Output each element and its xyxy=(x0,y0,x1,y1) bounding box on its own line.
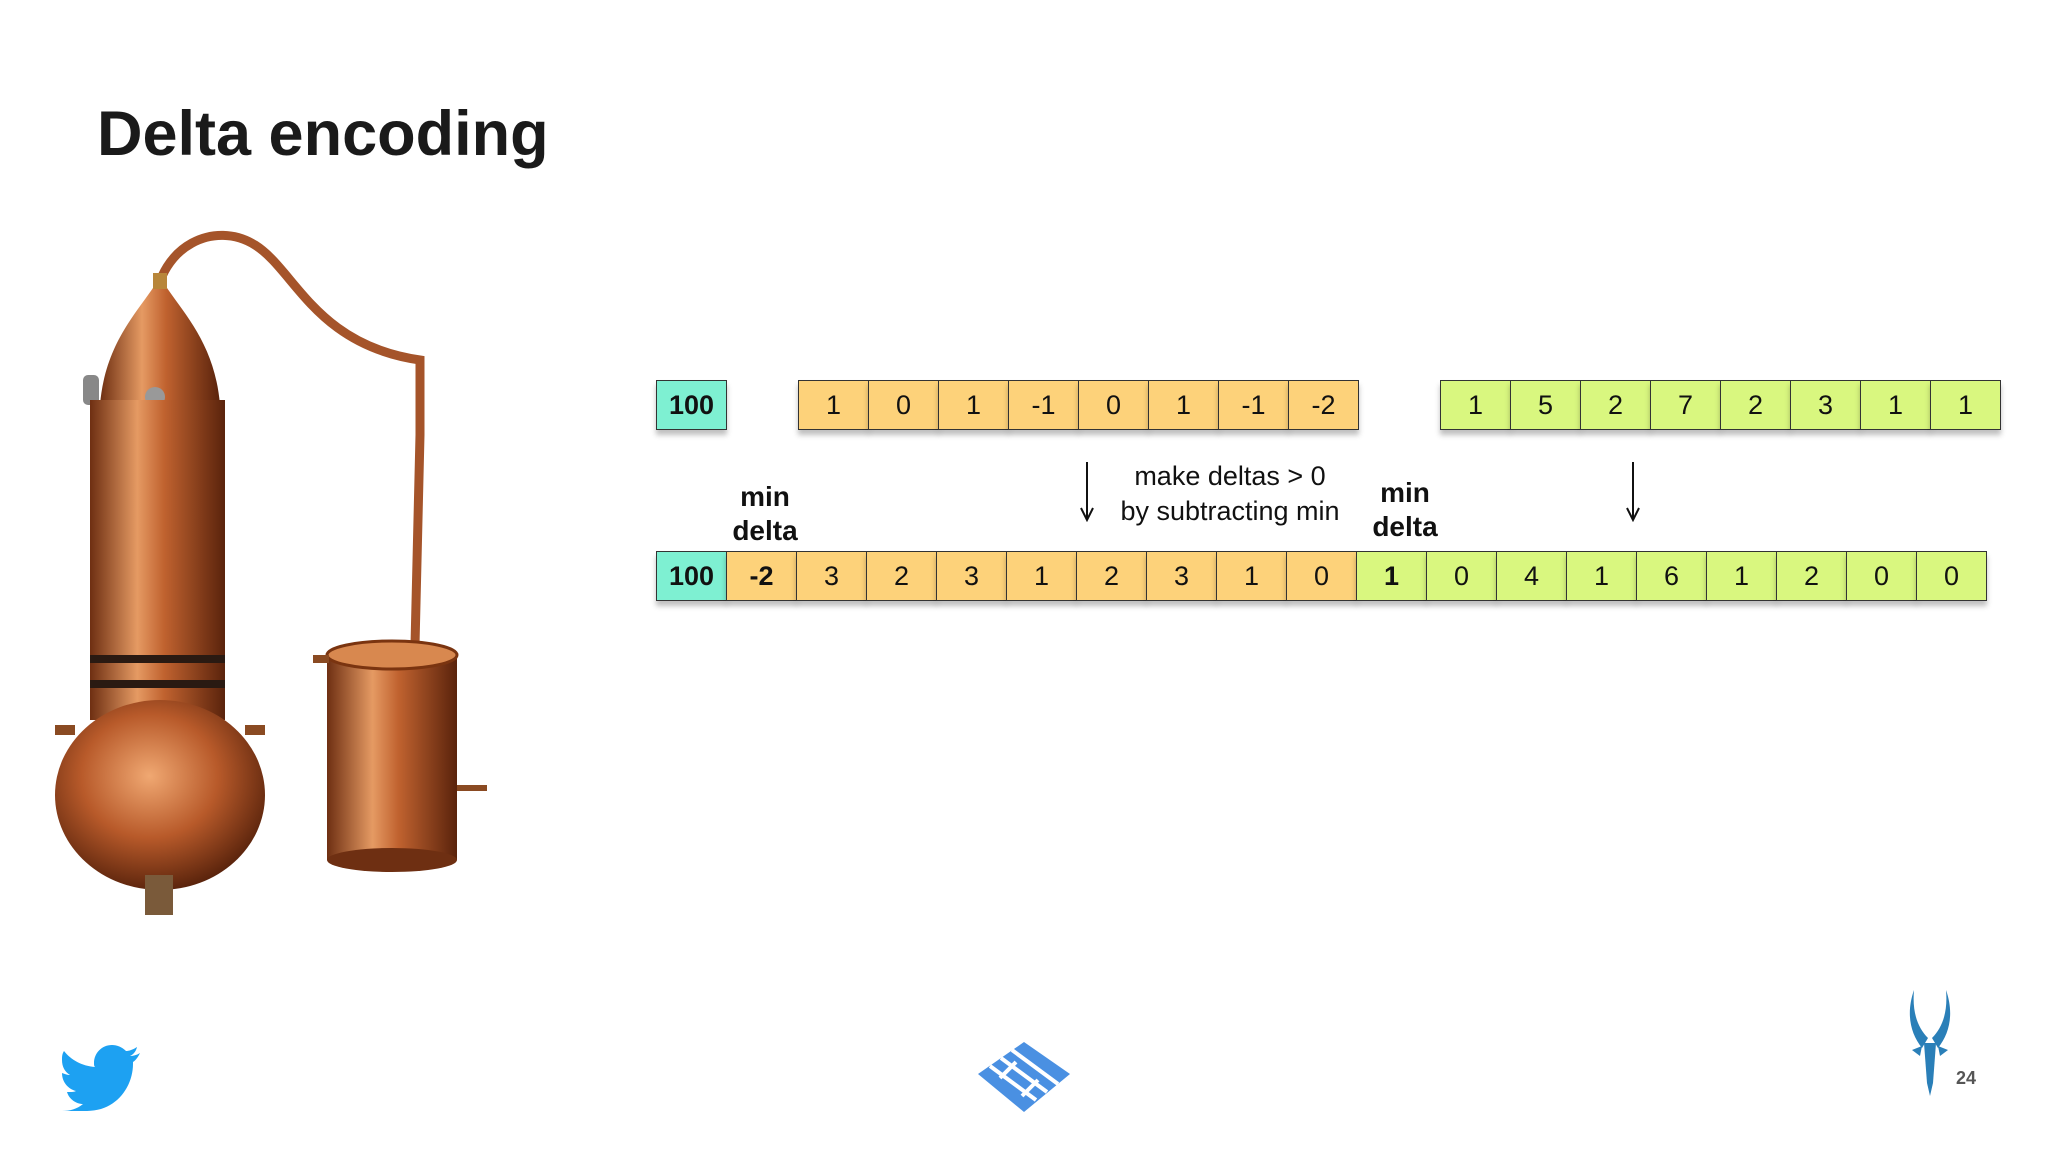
top-block1-cell: 1 xyxy=(938,380,1009,430)
bottom-block1-min: -2 xyxy=(726,551,797,601)
bottom-block1-cell: 3 xyxy=(1146,551,1217,601)
down-arrow-icon xyxy=(1080,462,1094,522)
top-block1-cell: 1 xyxy=(1148,380,1219,430)
min-delta-label-line: min xyxy=(1380,477,1430,508)
top-block2-cell: 2 xyxy=(1720,380,1791,430)
bottom-block1-cell: 0 xyxy=(1286,551,1357,601)
top-block2-cell: 2 xyxy=(1580,380,1651,430)
min-delta-label-1: min delta xyxy=(720,480,810,548)
top-block2-cell: 7 xyxy=(1650,380,1721,430)
copper-still-illustration xyxy=(55,230,487,915)
down-arrow-icon xyxy=(1626,462,1640,522)
bottom-block1-cell: 2 xyxy=(1076,551,1147,601)
bottom-block1-cell: 1 xyxy=(1216,551,1287,601)
page-number: 24 xyxy=(1956,1068,1977,1088)
bottom-block2-min: 1 xyxy=(1356,551,1427,601)
slide-title: Delta encoding xyxy=(97,99,549,169)
bottom-base-value: 100 xyxy=(656,551,727,601)
top-block1-cell: -2 xyxy=(1288,380,1359,430)
bottom-block2-cell: 4 xyxy=(1496,551,1567,601)
top-block1-cell: 1 xyxy=(798,380,869,430)
top-block1-cell: -1 xyxy=(1008,380,1079,430)
make-deltas-note: make deltas > 0 by subtracting min xyxy=(1100,459,1360,529)
top-block1-cell: 0 xyxy=(1078,380,1149,430)
twitter-bird-icon xyxy=(62,1045,140,1111)
bottom-block1-cell: 2 xyxy=(866,551,937,601)
bottom-block2-cell: 0 xyxy=(1916,551,1987,601)
bottom-block1-cell: 1 xyxy=(1006,551,1077,601)
bottom-row: 100 -2 3 2 3 1 2 3 1 0 1 0 4 1 6 1 2 0 0 xyxy=(656,551,1987,601)
top-base-row: 100 xyxy=(656,380,727,430)
min-delta-label-line: delta xyxy=(732,515,798,546)
bottom-block2-cell: 0 xyxy=(1426,551,1497,601)
top-block2-row: 1 5 2 7 2 3 1 1 xyxy=(1440,380,2001,430)
bottom-block2-cell: 6 xyxy=(1636,551,1707,601)
bottom-block1-cell: 3 xyxy=(936,551,1007,601)
top-block2-cell: 3 xyxy=(1790,380,1861,430)
top-base-value: 100 xyxy=(656,380,727,430)
min-delta-label-line: delta xyxy=(1372,511,1438,542)
bottom-block2-cell: 1 xyxy=(1706,551,1777,601)
top-block1-cell: -1 xyxy=(1218,380,1289,430)
bottom-block1-cell: 3 xyxy=(796,551,867,601)
bottom-block2-cell: 0 xyxy=(1846,551,1917,601)
min-delta-label-line: min xyxy=(740,481,790,512)
note-line: by subtracting min xyxy=(1120,496,1340,526)
top-block2-cell: 5 xyxy=(1510,380,1581,430)
parquet-logo-icon xyxy=(978,1042,1070,1112)
note-line: make deltas > 0 xyxy=(1134,461,1326,491)
top-block1-cell: 0 xyxy=(868,380,939,430)
bottom-block2-cell: 1 xyxy=(1566,551,1637,601)
min-delta-label-2: min delta xyxy=(1360,476,1450,544)
bottom-block2-cell: 2 xyxy=(1776,551,1847,601)
antelope-logo-icon xyxy=(1909,990,1951,1096)
top-block1-row: 1 0 1 -1 0 1 -1 -2 xyxy=(798,380,1359,430)
top-block2-cell: 1 xyxy=(1860,380,1931,430)
top-block2-cell: 1 xyxy=(1440,380,1511,430)
top-block2-cell: 1 xyxy=(1930,380,2001,430)
